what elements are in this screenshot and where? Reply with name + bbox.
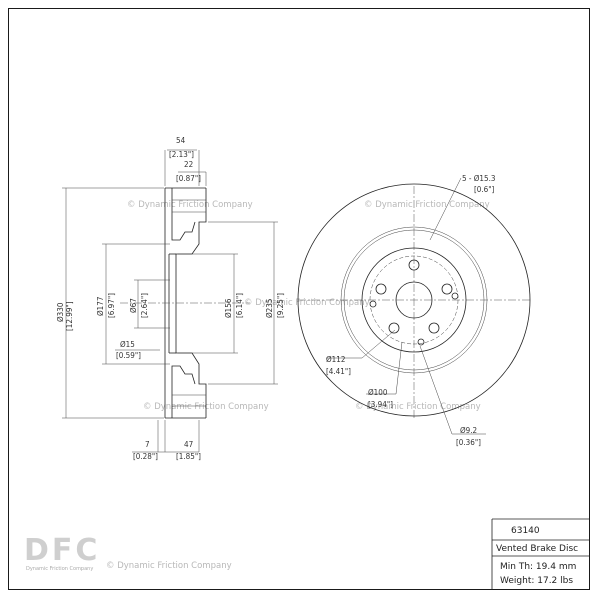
dfc-logo: DFC Dynamic Friction Company (24, 533, 100, 572)
dim-aux-circle-in: [3.94"] (368, 400, 393, 409)
weight: Weight: 17.2 lbs (500, 576, 573, 586)
dim-inner-diameter-in: [6.14"] (235, 293, 244, 318)
watermark: © Dynamic Friction Company (106, 561, 232, 571)
part-number: 63140 (511, 526, 540, 536)
drawing-frame (8, 8, 590, 590)
dim-bolt-hole-mm: Ø15 (120, 339, 135, 349)
dim-bolt-holes-in: [0.6"] (474, 185, 495, 194)
dim-bolt-holes-mm: 5 - Ø15.3 (462, 173, 495, 183)
min-thickness: Min Th: 19.4 mm (500, 562, 576, 572)
dim-bolt-circle-in: [4.41"] (326, 367, 351, 376)
dim-hat-width-mm: 22 (184, 160, 193, 169)
dim-offset-a-in: [0.28"] (133, 452, 158, 461)
dim-offset-b-mm: 47 (184, 440, 193, 449)
dim-offset-b-in: [1.85"] (176, 452, 201, 461)
watermark: © Dynamic Friction Company (127, 200, 253, 210)
front-view: 5 - Ø15.3 [0.6"] Ø112 [4.41"] Ø100 [3.94… (297, 173, 531, 447)
dim-hat-diameter-mm: Ø177 (95, 297, 105, 316)
dim-outer-diameter-mm: Ø330 (55, 302, 65, 322)
logo-subtitle: Dynamic Friction Company (26, 566, 93, 572)
dim-bolt-hole-in: [0.59"] (116, 351, 141, 360)
dim-hat-outer-mm: Ø235 (264, 299, 274, 318)
watermark: © Dynamic Friction Company (244, 298, 370, 308)
dim-bolt-circle-mm: Ø112 (326, 354, 345, 364)
dim-hat-width-in: [0.87"] (176, 174, 201, 183)
dim-inner-diameter-mm: Ø156 (223, 298, 233, 318)
dim-width-in: [2.13"] (169, 150, 194, 159)
dim-hat-diameter-in: [6.97"] (107, 293, 116, 318)
dim-center-bore-in: [2.64"] (140, 293, 149, 318)
part-description: Vented Brake Disc (496, 544, 578, 554)
dim-aux-circle-mm: Ø100 (368, 387, 388, 397)
watermark: © Dynamic Friction Company (355, 402, 481, 412)
dim-offset-a-mm: 7 (145, 440, 150, 449)
dim-small-hole-mm: Ø9.2 (460, 425, 477, 435)
dim-hat-outer-in: [9.25"] (276, 293, 285, 318)
dim-width-mm: 54 (176, 136, 186, 145)
dim-outer-diameter-in: [12.99"] (65, 301, 74, 331)
side-view: 54 [2.13"] 22 [0.87"] Ø330 [12.99"] Ø177… (55, 136, 285, 461)
logo-text: DFC (24, 533, 100, 568)
dim-center-bore-mm: Ø67 (128, 298, 138, 313)
title-block: 63140 Vented Brake Disc Min Th: 19.4 mm … (491, 518, 590, 590)
watermark: © Dynamic Friction Company (364, 200, 490, 210)
dim-small-hole-in: [0.36"] (456, 438, 481, 447)
